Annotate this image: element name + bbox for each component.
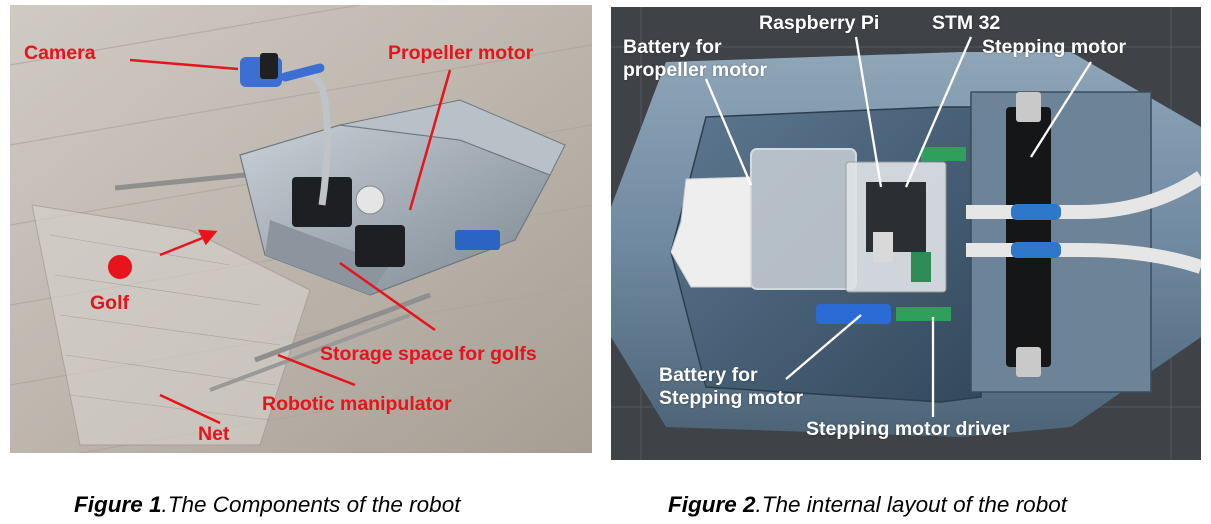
figure2-caption: Figure 2.The internal layout of the robo… bbox=[668, 492, 1067, 518]
stepping-motor-label: Stepping motor bbox=[982, 36, 1127, 58]
battery-propeller-label-line2: propeller motor bbox=[623, 59, 768, 81]
battery-stepping-label-line2: Stepping motor bbox=[659, 387, 804, 409]
stepping-motor-driver-label: Stepping motor driver bbox=[806, 418, 1010, 440]
golf-ball-marker bbox=[108, 255, 132, 279]
figure2-caption-text: .The internal layout of the robot bbox=[755, 492, 1067, 517]
figure1-caption-number: Figure 1 bbox=[74, 492, 162, 517]
figure1-caption: Figure 1.The Components of the robot bbox=[74, 492, 460, 518]
propeller-motor-label: Propeller motor bbox=[388, 42, 534, 64]
figure2-caption-number: Figure 2 bbox=[668, 492, 756, 517]
battery-propeller-label-line1: Battery for bbox=[623, 36, 722, 58]
battery-stepping-label-line1: Battery for bbox=[659, 364, 758, 386]
golf-label: Golf bbox=[90, 292, 129, 314]
net-label: Net bbox=[198, 423, 230, 445]
stm32-label: STM 32 bbox=[932, 12, 1001, 34]
camera-label: Camera bbox=[24, 42, 96, 64]
robot-components-photo: Camera Propeller motor Golf Storage spac… bbox=[10, 5, 592, 453]
robot-components-illustration bbox=[10, 5, 592, 453]
battery-propeller-label: Battery for propeller motor bbox=[623, 36, 767, 82]
raspberry-pi-label: Raspberry Pi bbox=[759, 12, 880, 34]
robotic-manipulator-label: Robotic manipulator bbox=[262, 393, 452, 415]
battery-stepping-label: Battery for Stepping motor bbox=[659, 364, 803, 410]
figure1-caption-text: .The Components of the robot bbox=[161, 492, 461, 517]
robot-internal-illustration bbox=[611, 7, 1201, 460]
storage-space-label: Storage space for golfs bbox=[320, 343, 537, 365]
robot-internal-layout-photo: Raspberry Pi STM 32 Stepping motor Batte… bbox=[611, 7, 1201, 460]
